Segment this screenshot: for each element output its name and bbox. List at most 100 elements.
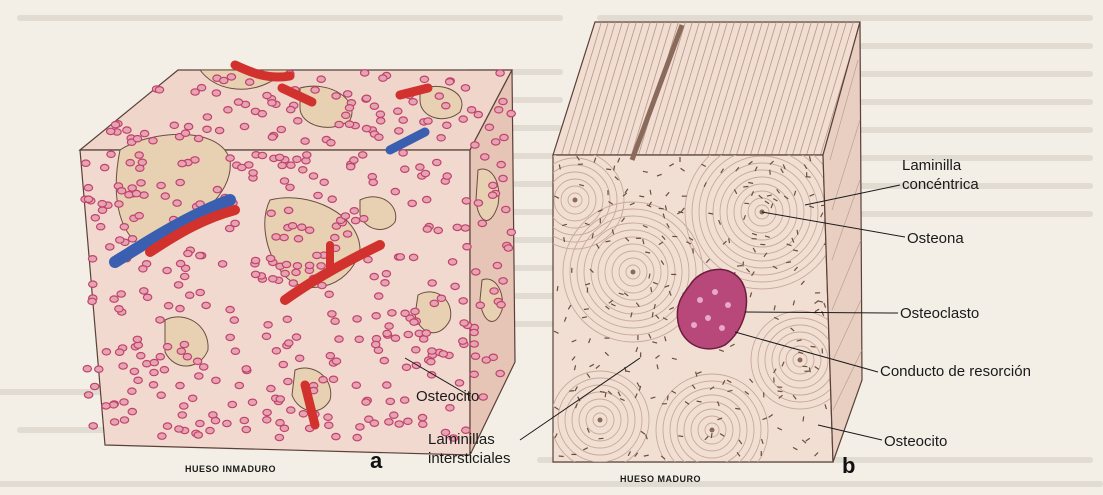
osteocyte (102, 403, 110, 409)
osteocyte (95, 366, 103, 372)
osteocyte (267, 385, 275, 391)
osteocyte (442, 103, 450, 109)
label-intersticiales-2: intersticiales (428, 450, 511, 467)
lacuna (770, 170, 771, 175)
osteocyte (303, 152, 311, 158)
osteocyte (276, 154, 284, 160)
block-b-top-face (553, 22, 860, 155)
osteocyte (223, 420, 231, 426)
osteocyte (164, 303, 172, 309)
osteocyte (150, 369, 158, 375)
osteocyte (89, 281, 97, 287)
osteocyte (213, 186, 221, 192)
osteocyte (298, 224, 306, 230)
osteocyte (84, 185, 92, 191)
osteocyte (461, 225, 469, 231)
osteocyte (455, 380, 463, 386)
osteocyte (470, 371, 478, 377)
osteocyte (409, 99, 417, 105)
osteocyte (353, 434, 361, 440)
osteocyte (430, 300, 438, 306)
osteocyte (128, 408, 136, 414)
osteocyte (499, 98, 507, 104)
osteocyte (258, 111, 266, 117)
osteocyte (489, 182, 497, 188)
osteocyte (288, 223, 296, 229)
osteocyte (459, 338, 467, 344)
osteocyte (370, 273, 378, 279)
osteocyte (220, 77, 228, 83)
osteocyte (91, 383, 99, 389)
osteocyte (200, 364, 208, 370)
osteocyte (502, 206, 510, 212)
caption-immature-bone: HUESO INMADURO (185, 464, 276, 474)
osteocyte (342, 112, 350, 118)
osteocyte (328, 196, 336, 202)
osteocyte (155, 87, 163, 93)
osteocyte (372, 341, 380, 347)
osteocyte (439, 351, 447, 357)
osteocyte (163, 344, 171, 350)
osteocyte (306, 227, 314, 233)
osteocyte (422, 330, 430, 336)
osteocyte (240, 123, 248, 129)
osteocyte (157, 392, 165, 398)
lacuna (743, 186, 748, 187)
osteocyte (111, 122, 119, 128)
osteocyte (181, 273, 189, 279)
lacuna (667, 395, 668, 400)
osteocyte (178, 160, 186, 166)
osteocyte (490, 288, 498, 294)
lacuna (803, 416, 804, 421)
osteocyte (394, 108, 402, 114)
osteocyte (362, 125, 370, 131)
osteocyte (353, 316, 361, 322)
osteocyte (203, 126, 211, 132)
osteocyte (101, 164, 109, 170)
osteocyte (218, 261, 226, 267)
osteocyte (499, 175, 507, 181)
osteocyte (409, 254, 417, 260)
osteocyte (309, 173, 317, 179)
lacuna (743, 262, 744, 267)
osteocyte (497, 302, 505, 308)
osteocyte (355, 336, 363, 342)
osteocyte (443, 122, 451, 128)
osteocyte (428, 348, 436, 354)
osteocyte (351, 217, 359, 223)
osteocyte (137, 353, 145, 359)
osteocyte (471, 353, 479, 359)
osteocyte (343, 231, 351, 237)
lacuna (802, 366, 807, 367)
label-osteocito-a: Osteocito (416, 388, 479, 405)
osteocyte (272, 348, 280, 354)
osteocyte (388, 310, 396, 316)
lacuna (678, 436, 683, 437)
osteocyte (423, 226, 431, 232)
osteocyte (418, 414, 426, 420)
osteocyte (135, 213, 143, 219)
osteocyte (437, 135, 445, 141)
osteocyte (186, 292, 194, 298)
osteocyte (102, 349, 110, 355)
osteocyte (196, 252, 204, 258)
osteocyte (325, 291, 333, 297)
osteocyte (88, 256, 96, 262)
osteocyte (107, 151, 115, 157)
osteocyte (382, 271, 390, 277)
haversian-canal (573, 198, 578, 203)
osteocyte (416, 164, 424, 170)
osteocyte (386, 398, 394, 404)
osteocyte (383, 330, 391, 336)
osteocyte (391, 188, 399, 194)
osteocyte (361, 70, 369, 76)
osteocyte (174, 282, 182, 288)
osteocyte (120, 224, 128, 230)
osteocyte (89, 423, 97, 429)
label-osteoclasto: Osteoclasto (900, 305, 979, 322)
osteocyte (116, 237, 124, 243)
osteocyte (175, 426, 183, 432)
osteocyte (228, 401, 236, 407)
